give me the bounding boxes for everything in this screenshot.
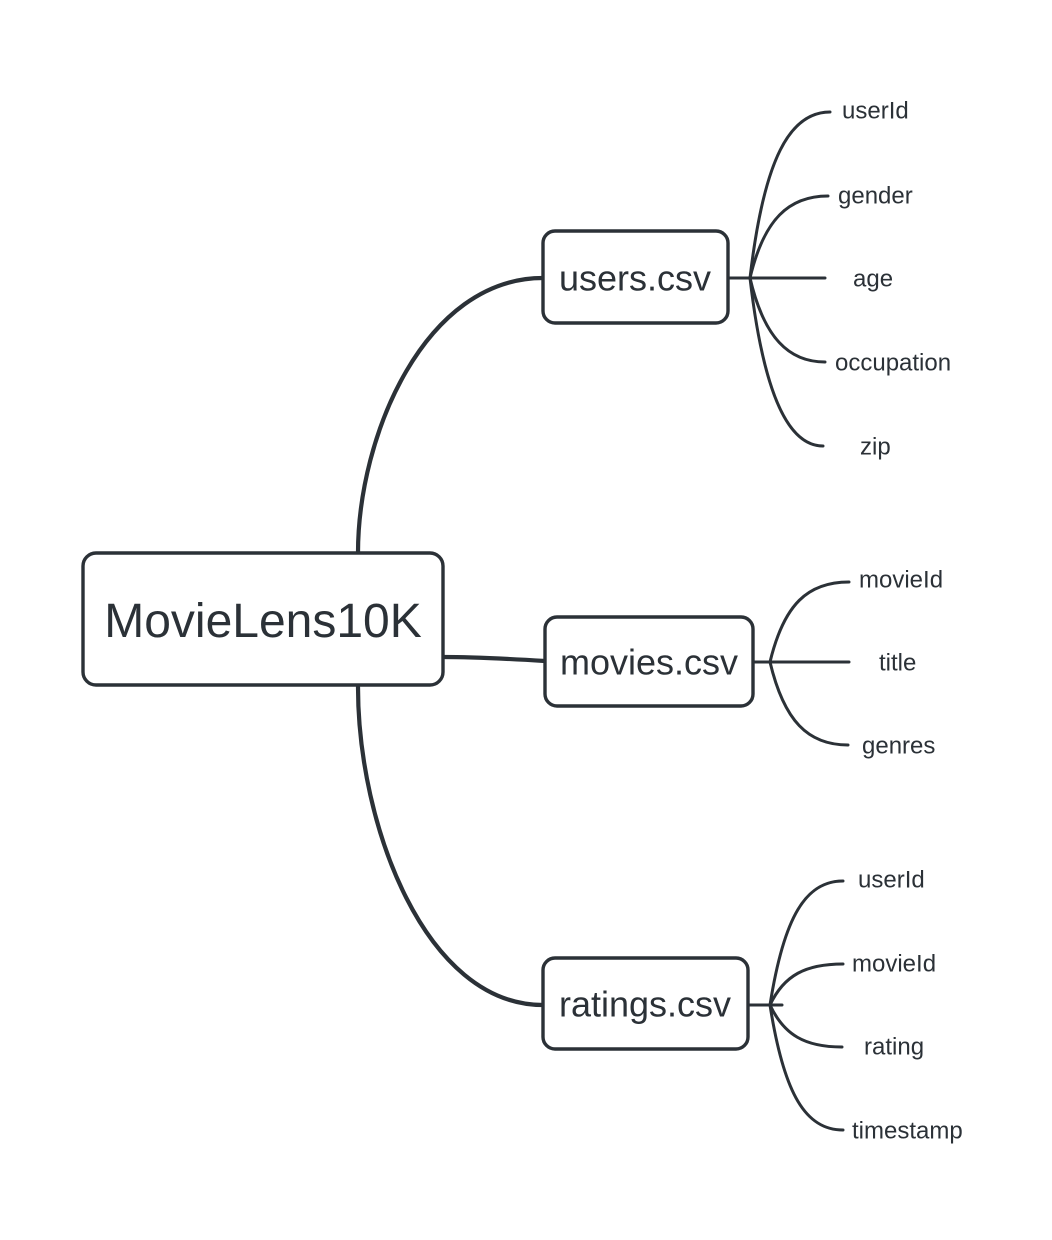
leaf-ratings-userid: userId [858,866,925,893]
node-ratings-csv: ratings.csv [541,956,750,1051]
edge-movies-genres [768,660,850,747]
edge-movies-movieid [768,580,851,664]
leaf-movies-movieid: movieId [859,566,943,593]
leaf-users-userid: userId [842,97,909,124]
leaf-users-gender: gender [838,182,913,209]
leaf-users-occupation: occupation [835,349,951,376]
leaf-users-age: age [853,265,893,292]
edge-ratings-userid [768,879,845,1007]
node-root-label: MovieLens10K [104,595,422,648]
node-users-csv: users.csv [541,229,730,325]
leaf-users-zip: zip [860,433,891,460]
edge-root-ratings [355,684,546,1008]
node-ratings-csv-label: ratings.csv [559,984,731,1025]
edge-root-users [355,275,546,556]
node-root: MovieLens10K [81,551,445,687]
node-movies-csv-box [543,615,755,708]
leaf-movies-title: title [879,649,916,676]
edge-ratings-movieid [768,962,845,1007]
node-ratings-csv-box [541,956,750,1051]
edge-users-occupation [748,276,827,364]
node-movies-csv: movies.csv [543,615,755,708]
node-root-box [81,551,445,687]
edge-users-userid [748,110,832,280]
leaf-movies-genres: genres [862,732,935,759]
edge-users-zip [748,276,825,448]
edge-root-movies [440,654,548,664]
node-users-csv-label: users.csv [559,258,711,299]
node-users-csv-box [541,229,730,325]
leaf-ratings-movieid: movieId [852,950,936,977]
leaf-ratings-rating: rating [864,1033,924,1060]
leaf-ratings-timestamp: timestamp [852,1117,963,1144]
edge-users-gender [748,194,830,280]
node-movies-csv-label: movies.csv [560,642,738,683]
edge-ratings-rating [768,1003,844,1049]
edge-ratings-timestamp [768,1003,845,1132]
